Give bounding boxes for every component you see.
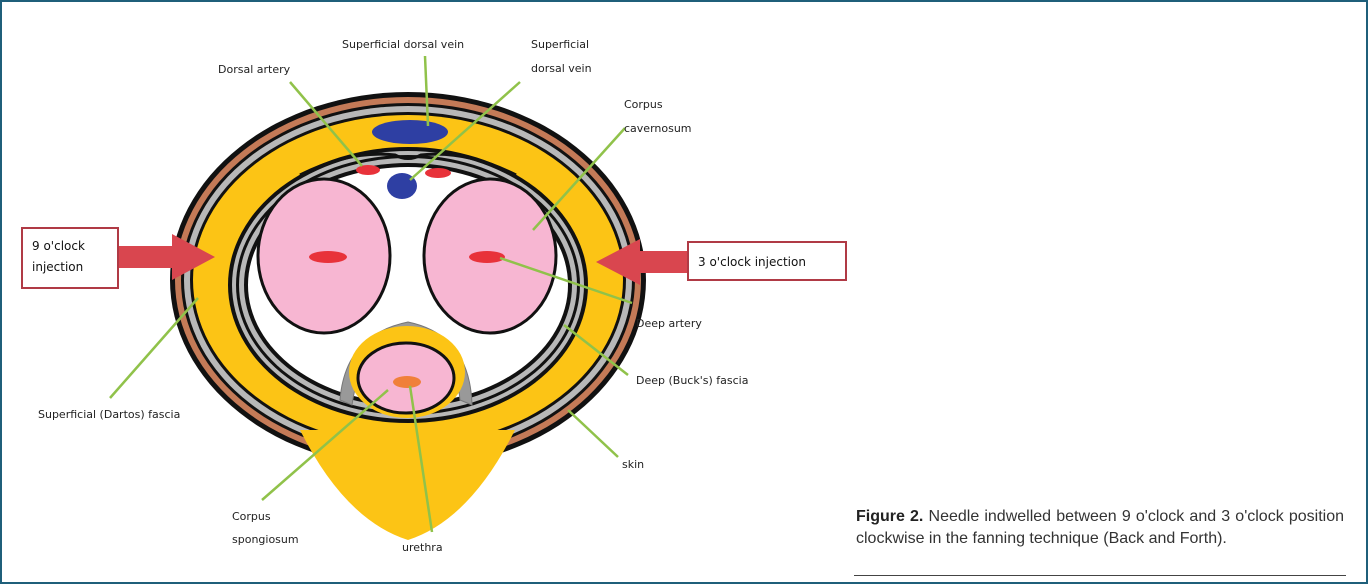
leader-dartos (110, 298, 198, 398)
figure-label: Figure 2. (856, 508, 923, 525)
injection-box-left-line1: 9 o'clock (32, 239, 85, 253)
superficial-dorsal-vein (372, 120, 448, 144)
caption-rule (854, 575, 1346, 576)
injection-box-left-line2: injection (32, 260, 83, 274)
dorsal-artery-right (425, 168, 451, 178)
label-corpus-spongiosum-2: spongiosum (232, 533, 299, 546)
label-corpus-cavernosum-2: cavernosum (624, 122, 692, 135)
injection-box-right-label: 3 o'clock injection (698, 255, 806, 269)
urethra-shape (393, 376, 421, 388)
leader-skin (568, 410, 618, 457)
deep-artery-left (309, 251, 347, 263)
label-deep-artery: Deep artery (636, 317, 702, 330)
label-skin: skin (622, 458, 644, 471)
label-superficial-dorsal-vein-top: Superficial dorsal vein (342, 38, 464, 51)
label-superficial-dorsal-vein-right-1: Superficial (531, 38, 589, 51)
label-superficial-dartos-fascia: Superficial (Dartos) fascia (38, 408, 180, 421)
label-dorsal-artery: Dorsal artery (218, 63, 291, 76)
label-urethra: urethra (402, 541, 443, 554)
label-deep-bucks-fascia: Deep (Buck's) fascia (636, 374, 748, 387)
label-superficial-dorsal-vein-right-2: dorsal vein (531, 62, 592, 75)
label-corpus-cavernosum-1: Corpus (624, 98, 663, 111)
ventral-bulge (300, 430, 515, 540)
figure-caption-text: Needle indwelled between 9 o'clock and 3… (856, 508, 1344, 547)
deep-artery-right (469, 251, 505, 263)
figure-caption: Figure 2. Needle indwelled between 9 o'c… (856, 506, 1344, 550)
label-corpus-spongiosum-1: Corpus (232, 510, 271, 523)
dorsal-artery-left (356, 165, 380, 175)
injection-box-left (22, 228, 118, 288)
